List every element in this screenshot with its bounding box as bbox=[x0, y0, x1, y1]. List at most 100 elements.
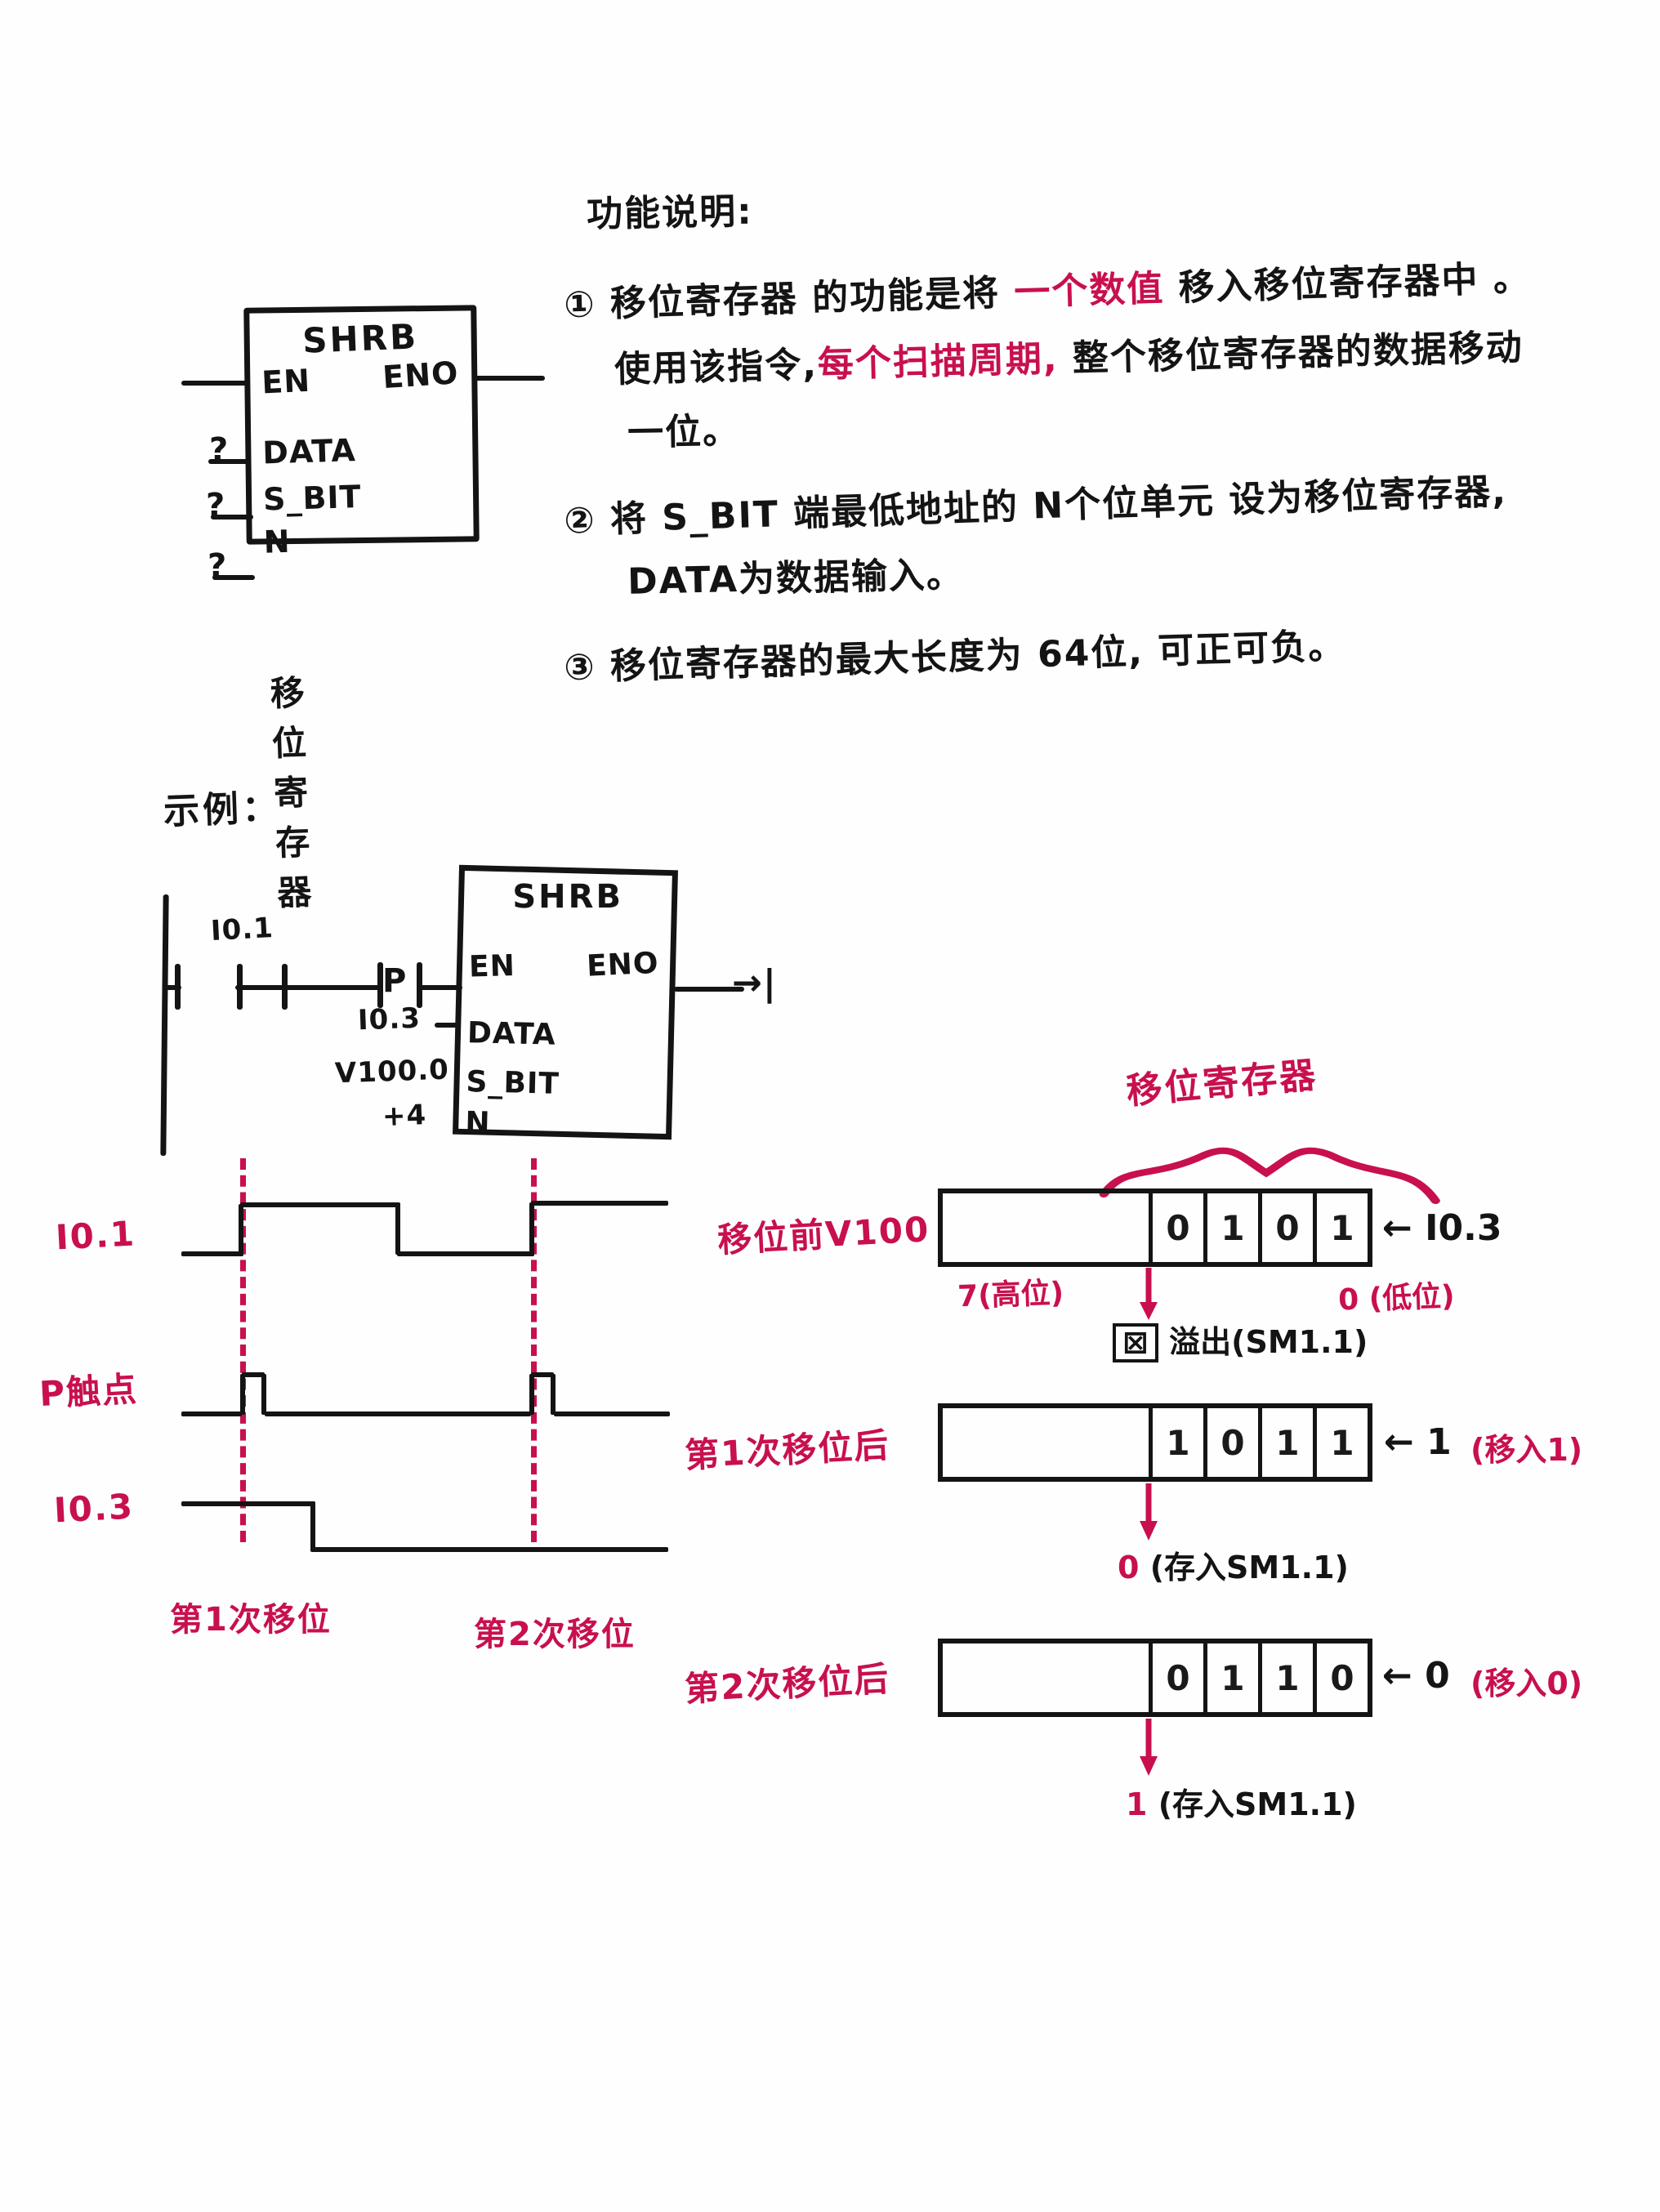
note-item-3-line-1: ③ 移位寄存器的最大长度为 64位, 可正可负。 bbox=[563, 609, 1634, 691]
reg1-bit-1: 0 bbox=[1258, 1193, 1313, 1262]
i03-fall bbox=[310, 1501, 315, 1552]
shift-marker-label-1: 第1次移位 bbox=[170, 1601, 332, 1639]
note-1-text-b: 移入移位寄存器中 。 bbox=[1163, 257, 1532, 310]
reg3-bit-0: 0 bbox=[1313, 1643, 1368, 1712]
p-fall-2 bbox=[551, 1374, 556, 1415]
register-row-3-out-text: (存入SM1.1) bbox=[1158, 1786, 1357, 1822]
i01-high-2 bbox=[531, 1201, 668, 1206]
note-1-marker: ① bbox=[563, 283, 597, 327]
ladder-pin-eno: ENO bbox=[585, 946, 660, 983]
shift-marker-line-1 bbox=[240, 1158, 246, 1542]
note-1-line2-b: 整个移位寄存器的数据移动 bbox=[1057, 327, 1524, 380]
reg2-bit-1: 1 bbox=[1258, 1408, 1313, 1477]
wire-data-input bbox=[208, 459, 251, 464]
ladder-pin-data: DATA bbox=[466, 1016, 557, 1052]
register-row-3-out-note: 1 (存入SM1.1) bbox=[1126, 1779, 1357, 1824]
ladder-contact1-label: I0.1 bbox=[210, 912, 274, 948]
wire-sbit-input bbox=[211, 515, 253, 520]
register-row-2-out-note: 0 (存入SM1.1) bbox=[1118, 1542, 1349, 1587]
notes-heading: 功能说明: bbox=[586, 190, 754, 236]
reg2-bit-0: 1 bbox=[1313, 1408, 1368, 1477]
ladder-pin-n: N bbox=[464, 1106, 491, 1140]
wire-n-input bbox=[212, 575, 255, 580]
reg1-blank-cells bbox=[943, 1193, 1149, 1262]
wire-rail-to-contact1 bbox=[163, 985, 181, 990]
timing-label-i01: I0.1 bbox=[54, 1213, 137, 1258]
wire-en-input bbox=[181, 381, 248, 386]
n-unknown-mark: ? bbox=[208, 547, 228, 585]
ladder-input-data: I0.3 bbox=[357, 1001, 422, 1037]
ladder-input-n: +4 bbox=[382, 1099, 427, 1133]
i01-high-1 bbox=[240, 1202, 400, 1207]
eno-out-arrow: →| bbox=[732, 962, 777, 1004]
timing-label-p-contact: P触点 bbox=[38, 1368, 140, 1415]
ladder-pin-sbit: S_BIT bbox=[466, 1065, 560, 1101]
register-brace-label: 移位寄存器 bbox=[1124, 1054, 1320, 1113]
ladder-shrb-box: SHRB EN ENO DATA S_BIT N bbox=[453, 864, 678, 1140]
register-row-1-input-arrow: ← I0.3 bbox=[1382, 1207, 1502, 1249]
contact2-right-bar bbox=[377, 962, 383, 1008]
timing-diagram: I0.1 P触点 I0.3 第1次移位 第2次移位 bbox=[33, 1158, 703, 1653]
example-heading: 示例： bbox=[163, 787, 283, 833]
note-item-1-line-2: 使用该指令,每个扫描周期, 整个移位寄存器的数据移动 bbox=[614, 315, 1634, 392]
data-unknown-mark: ? bbox=[209, 431, 230, 469]
note-2-text: 将 S_BIT 端最低地址的 N个位单元 设为移位寄存器, bbox=[609, 470, 1508, 541]
note-item-2-line-1: ② 将 S_BIT 端最低地址的 N个位单元 设为移位寄存器, bbox=[563, 457, 1634, 543]
register-row-3-byte: 0 1 1 0 bbox=[938, 1639, 1372, 1717]
overflow-x-icon: ⊠ bbox=[1113, 1323, 1158, 1362]
p-pulse-2-top bbox=[531, 1372, 554, 1377]
register-row-1-overflow-text: 溢出(SM1.1) bbox=[1169, 1324, 1368, 1360]
reg2-blank-cells bbox=[943, 1408, 1149, 1477]
shrb-pin-data: DATA bbox=[261, 432, 357, 471]
i01-low-b bbox=[397, 1251, 534, 1256]
register-brace-icon bbox=[1099, 1147, 1440, 1204]
ladder-input-sbit: V100.0 bbox=[334, 1053, 450, 1090]
i01-rise-1 bbox=[239, 1204, 243, 1255]
i01-rise-2 bbox=[529, 1202, 534, 1255]
shift-marker-label-2: 第2次移位 bbox=[474, 1616, 636, 1653]
wire-contact2-to-block bbox=[418, 985, 462, 990]
reg1-bit-2: 1 bbox=[1203, 1193, 1258, 1262]
register-row-2-input-arrow: ← 1 bbox=[1384, 1421, 1452, 1463]
reg2-bit-2: 0 bbox=[1203, 1408, 1258, 1477]
note-1-highlight: 一个数值 bbox=[1013, 267, 1166, 314]
timing-label-i03: I0.3 bbox=[52, 1486, 136, 1531]
note-3-marker: ③ bbox=[563, 646, 597, 689]
shrb-pin-n: N bbox=[263, 523, 292, 560]
note-item-1-line-3: 一位。 bbox=[627, 410, 741, 454]
note-item-1-line-1: ① 移位寄存器 的功能是将 一个数值 移入移位寄存器中 。 bbox=[563, 246, 1634, 328]
p-pulse-1-top bbox=[242, 1372, 265, 1377]
p-fall-1 bbox=[261, 1374, 266, 1415]
i01-fall-1 bbox=[395, 1206, 400, 1255]
note-1-line2-highlight: 每个扫描周期, bbox=[817, 337, 1060, 386]
register-row-1-name: 移位前V100 bbox=[716, 1209, 931, 1260]
shift-marker-line-2 bbox=[531, 1158, 537, 1542]
shrb-pin-eno: ENO bbox=[381, 355, 460, 396]
shrb-pin-sbit: S_BIT bbox=[262, 478, 363, 518]
i03-high bbox=[181, 1501, 315, 1506]
note-1-text-a: 移位寄存器 的功能是将 bbox=[609, 271, 1015, 325]
ladder-block-title: SHRB bbox=[512, 877, 623, 916]
note-1-line2-a: 使用该指令, bbox=[614, 344, 819, 391]
register-row-2-out-mark: 0 bbox=[1118, 1550, 1140, 1585]
sbit-unknown-mark: ? bbox=[206, 487, 226, 524]
note-3-text: 移位寄存器的最大长度为 64位, 可正可负。 bbox=[609, 625, 1346, 688]
i03-low bbox=[312, 1547, 668, 1552]
register-row-1-low-label: 0 (低位) bbox=[1337, 1279, 1456, 1318]
wire-eno-out-ladder bbox=[674, 987, 744, 992]
register-row-1-byte: 0 1 0 1 bbox=[938, 1189, 1372, 1267]
p-low-a bbox=[181, 1411, 242, 1416]
p-low-c bbox=[554, 1411, 670, 1416]
register-row-2-out-arrow-icon bbox=[1140, 1483, 1158, 1541]
reg3-bit-2: 1 bbox=[1203, 1643, 1258, 1712]
reg3-bit-1: 1 bbox=[1258, 1643, 1313, 1712]
ladder-diagram: I0.1 P SHRB EN ENO DATA S_BIT N →| I0.3 … bbox=[147, 864, 801, 1176]
reg1-bit-0: 1 bbox=[1313, 1193, 1368, 1262]
register-row-1-high-label: 7(高位) bbox=[957, 1276, 1064, 1314]
reg1-bit-3: 0 bbox=[1148, 1193, 1203, 1262]
wire-data-stub bbox=[435, 1023, 461, 1028]
register-row-2-byte: 1 0 1 1 bbox=[938, 1403, 1372, 1482]
note-2-marker: ② bbox=[563, 499, 597, 542]
register-row-3-out-arrow-icon bbox=[1140, 1719, 1158, 1776]
